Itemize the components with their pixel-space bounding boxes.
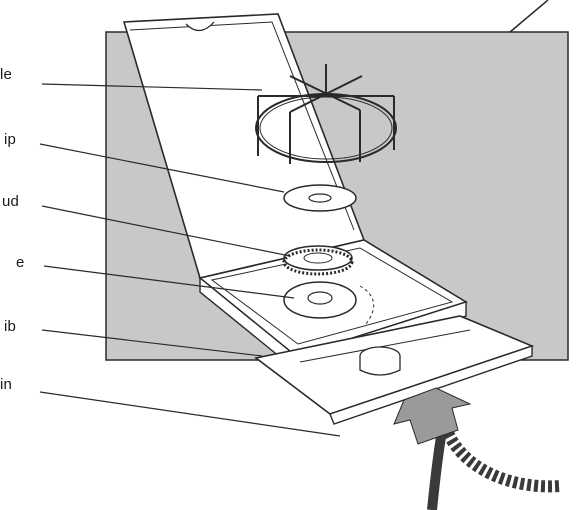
leader-line-6: [40, 392, 340, 436]
drawer-cylinder-body: [360, 356, 400, 375]
gear-ring-hole: [304, 253, 332, 263]
film-strip: [444, 420, 560, 486]
panel-leader-line: [510, 0, 548, 32]
tray-rotor-hub: [308, 292, 332, 304]
washer-hole: [309, 194, 331, 202]
